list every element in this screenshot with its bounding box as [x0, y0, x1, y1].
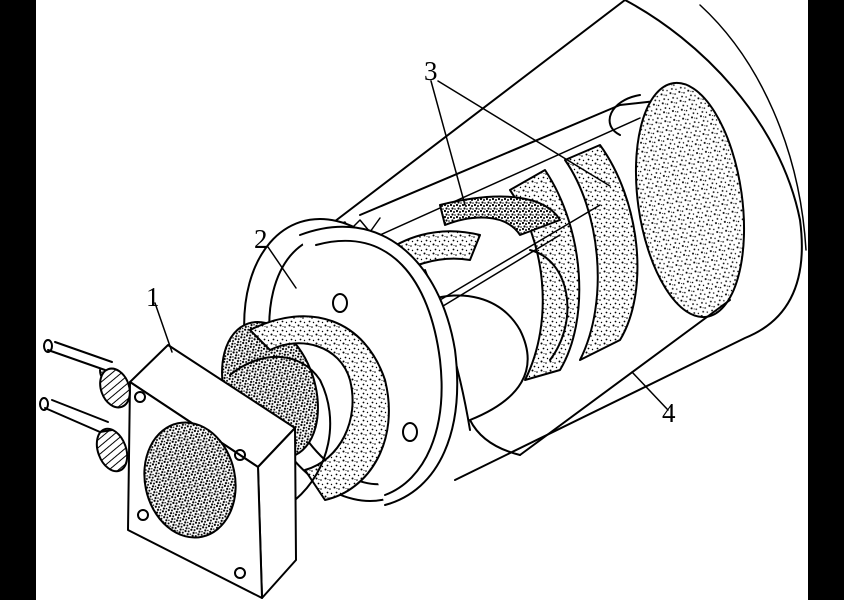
callout-label-mount-ring: 2	[254, 224, 268, 254]
left-letterbox	[0, 0, 36, 600]
outer-cone-housing	[329, 0, 807, 481]
callout-label-heating-elements: 3	[424, 56, 438, 86]
callout-label-outer-cone: 4	[662, 398, 676, 428]
technical-illustration: 1 2 3 4	[36, 0, 808, 600]
right-letterbox	[808, 0, 844, 600]
flange	[127, 344, 297, 599]
electrode-connectors	[39, 339, 131, 473]
callout-label-flange: 1	[146, 282, 160, 312]
leader-lines	[154, 80, 669, 411]
